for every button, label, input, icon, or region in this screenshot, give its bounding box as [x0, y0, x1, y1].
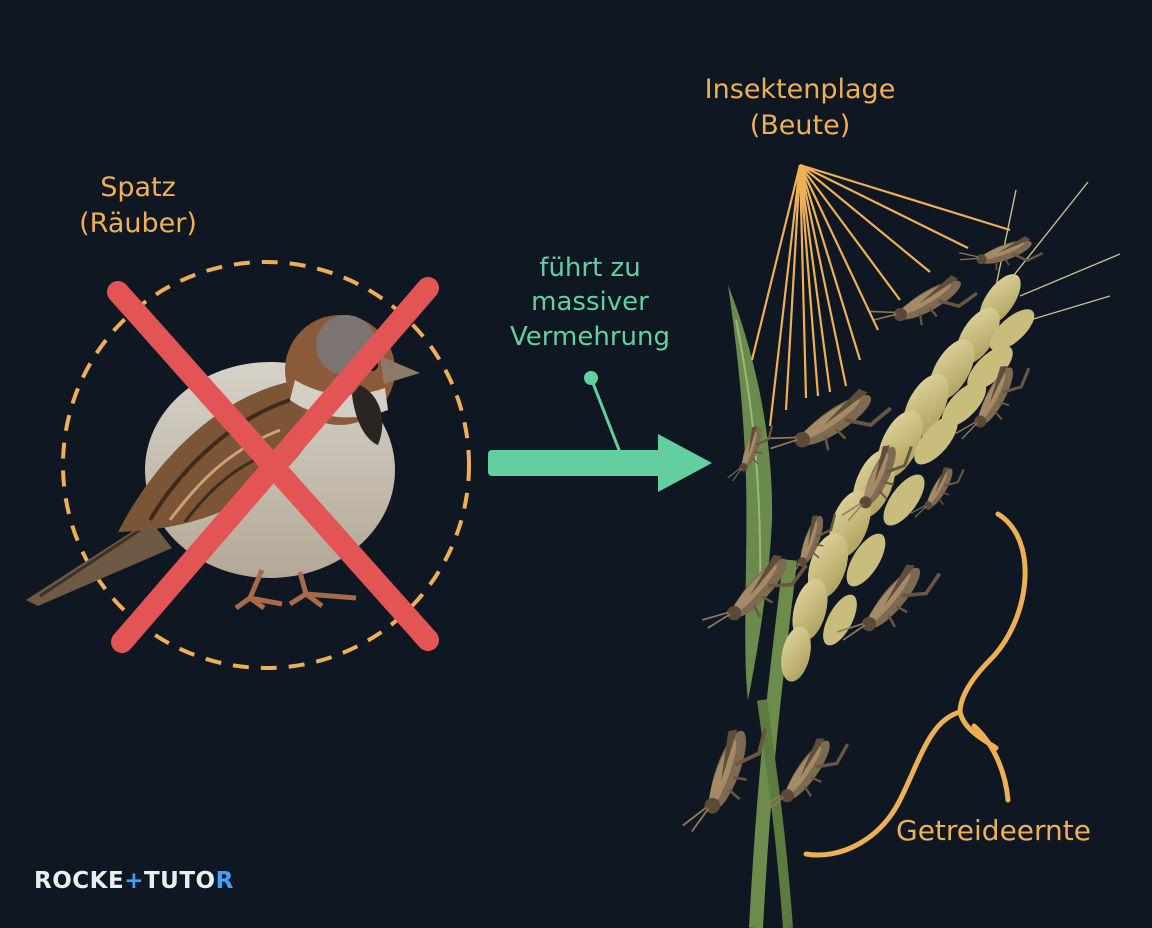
- wheat-ear: [781, 181, 1121, 682]
- logo-plus-mark: +: [124, 868, 144, 894]
- harvest-brace: [803, 511, 1028, 858]
- brand-logo: ROCKE+TUTOR: [34, 868, 234, 894]
- arrow-shaft: [488, 450, 670, 476]
- logo-end-mark: R: [215, 868, 234, 894]
- predator-group: [26, 260, 471, 670]
- logo-part-1: ROCKE: [34, 868, 125, 894]
- effect-connector-dot: [584, 371, 598, 385]
- prey-name: Insektenplage: [704, 74, 896, 105]
- predator-label: Spatz (Räuber): [38, 170, 238, 241]
- effect-arrow: [488, 371, 712, 492]
- effect-line-2: massiver: [531, 287, 649, 318]
- arrow-right-icon: [658, 434, 712, 492]
- prey-pointer-lines: [750, 163, 1011, 427]
- predator-name: Spatz: [100, 172, 176, 203]
- effect-label: führt zu massiver Vermehrung: [480, 251, 700, 354]
- prey-label: Insektenplage (Beute): [650, 72, 950, 143]
- wheat-illustration: [680, 181, 1121, 928]
- effect-line-3: Vermehrung: [510, 321, 670, 352]
- cross-icon: [107, 277, 439, 653]
- effect-line-1: führt zu: [539, 253, 641, 283]
- harvest-pointer-line: [971, 723, 1011, 803]
- prey-role: (Beute): [749, 109, 851, 141]
- predator-dashed-circle: [61, 260, 471, 670]
- effect-connector-line: [589, 377, 623, 456]
- harvest-label: Getreideernte: [896, 814, 1092, 847]
- predator-role: (Räuber): [79, 207, 197, 239]
- logo-part-2: TUTO: [143, 868, 216, 894]
